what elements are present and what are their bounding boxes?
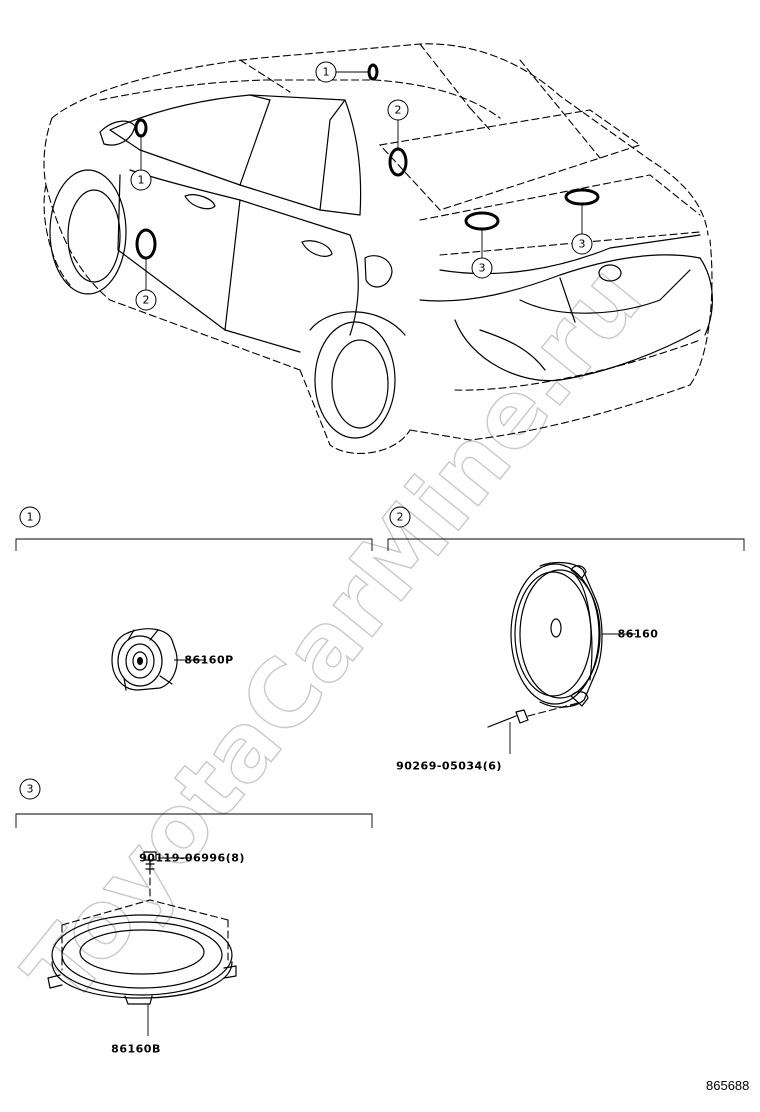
callout-1-rear-tweeter: 1	[315, 61, 337, 83]
location-ring-tweeter-front	[134, 118, 148, 138]
shelf-speaker-part	[47, 877, 237, 1005]
callout-3-shelf-left: 3	[471, 257, 493, 279]
svg-text:2: 2	[397, 511, 404, 524]
svg-text:3: 3	[27, 783, 34, 796]
part-number-90119-06996: 90119-06996(8)	[139, 852, 245, 865]
watermark: ToyotaCarMine.ru	[3, 245, 663, 1025]
car-body-outline	[43, 43, 713, 454]
svg-text:1: 1	[27, 511, 34, 524]
section-3-bracket	[15, 813, 373, 828]
svg-text:1: 1	[323, 66, 330, 79]
part-number-86160P: 86160P	[184, 654, 233, 667]
svg-text:3: 3	[579, 238, 586, 251]
svg-text:3: 3	[479, 262, 486, 275]
section-1: 1 86160P	[15, 506, 373, 691]
location-ring-door-front	[135, 228, 157, 260]
location-ring-door-rear	[388, 147, 408, 177]
svg-text:ToyotaCarMine.ru: ToyotaCarMine.ru	[4, 246, 663, 1024]
location-ring-shelf-right	[564, 188, 600, 206]
location-ring-tweeter-rear	[367, 63, 379, 81]
callout-2-rear-door: 2	[387, 99, 409, 121]
car-body-solid	[49, 94, 713, 439]
svg-text:2: 2	[395, 104, 402, 117]
screw-part	[487, 701, 583, 728]
speaker-locations	[134, 63, 600, 260]
svg-text:1: 1	[138, 174, 145, 187]
section-2-label: 2	[389, 506, 411, 528]
diagram-code: 865688	[706, 1078, 749, 1093]
part-number-86160B: 86160B	[111, 1043, 161, 1056]
section-2: 2 86160 90269-05034(6)	[387, 506, 745, 773]
part-number-86160: 86160	[618, 628, 659, 641]
location-ring-shelf-left	[464, 211, 500, 231]
bolt-part	[143, 851, 157, 875]
callout-2-front-door: 2	[135, 289, 157, 311]
section-1-label: 1	[19, 506, 41, 528]
section-2-bracket	[387, 538, 745, 551]
part-number-90269-05034: 90269-05034(6)	[396, 760, 502, 773]
door-speaker-part	[510, 561, 603, 708]
section-1-bracket	[15, 538, 373, 551]
callout-leaders	[140, 71, 583, 290]
callout-3-shelf-right: 3	[571, 233, 593, 255]
callout-1-front-tweeter: 1	[130, 169, 152, 191]
svg-text:2: 2	[143, 294, 150, 307]
tweeter-speaker-part	[111, 628, 178, 691]
section-3-label: 3	[19, 778, 41, 800]
section-3: 3 90119-06996(8) 86160B	[15, 778, 373, 1056]
